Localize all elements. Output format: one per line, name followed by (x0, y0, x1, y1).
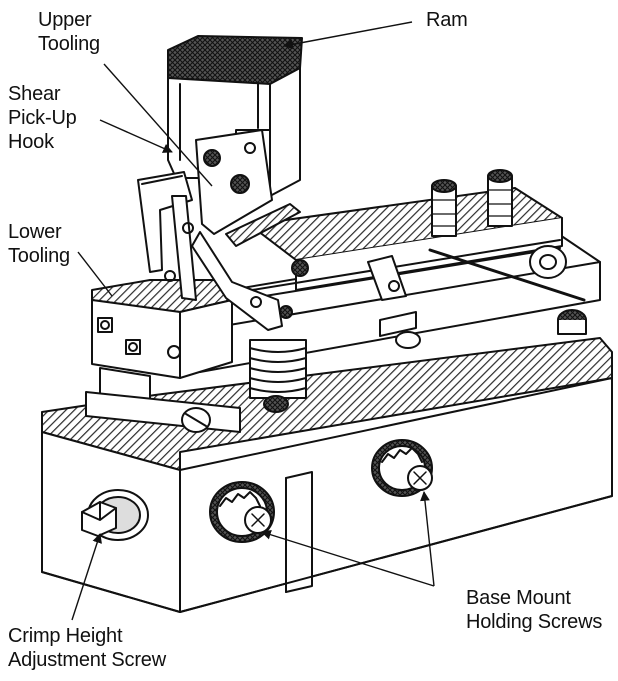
label-base-mount-line-1: Base Mount (466, 587, 571, 609)
ram (167, 35, 303, 197)
leader-crimp-height (71, 533, 102, 621)
label-base-mount-line-2: Holding Screws (466, 611, 603, 633)
feed-linkage (191, 231, 417, 337)
label-crimp-height-adjustment-screw: Crimp Height Adjustment Screw (8, 624, 166, 672)
leader-base-mount-left (261, 529, 435, 587)
base-mount-screw-right (371, 439, 433, 497)
lower-tooling-block (91, 279, 233, 379)
label-shear-line-2: Pick-Up (8, 107, 77, 129)
label-shear-pickup-hook: Shear Pick-Up Hook (8, 82, 77, 154)
label-lower-tooling: Lower Tooling (8, 220, 70, 268)
upper-tooling (195, 129, 301, 247)
label-crimp-line-2: Adjustment Screw (8, 649, 166, 671)
label-ram-line-1: Ram (426, 9, 468, 31)
plate-bolts (263, 309, 587, 413)
leader-lower-tooling (77, 251, 113, 297)
leader-lines (71, 21, 435, 621)
label-shear-line-1: Shear (8, 83, 61, 105)
feed-arm-eye (529, 245, 567, 279)
anvil-support (85, 367, 241, 433)
label-crimp-line-1: Crimp Height (8, 625, 123, 647)
label-upper-tooling-line-1: Upper (38, 9, 92, 31)
crimp-height-adjustment-screw (81, 489, 149, 541)
shear-pickup-hook (137, 171, 197, 301)
leader-base-mount-right (420, 491, 435, 587)
label-lower-tooling-line-1: Lower (8, 221, 62, 243)
leader-shear-pickup-hook (99, 119, 173, 153)
label-ram: Ram (426, 8, 468, 32)
base-mount-screw-left (209, 481, 275, 543)
leader-ram (283, 21, 413, 50)
label-upper-tooling-line-2: Tooling (38, 33, 100, 55)
label-upper-tooling: Upper Tooling (38, 8, 100, 56)
label-lower-tooling-line-2: Tooling (8, 245, 70, 267)
leader-upper-tooling (103, 63, 213, 187)
feed-adjust-bolts (431, 169, 513, 237)
ram-spring (249, 339, 307, 399)
label-base-mount-holding-screws: Base Mount Holding Screws (466, 586, 602, 634)
label-shear-line-3: Hook (8, 131, 54, 153)
